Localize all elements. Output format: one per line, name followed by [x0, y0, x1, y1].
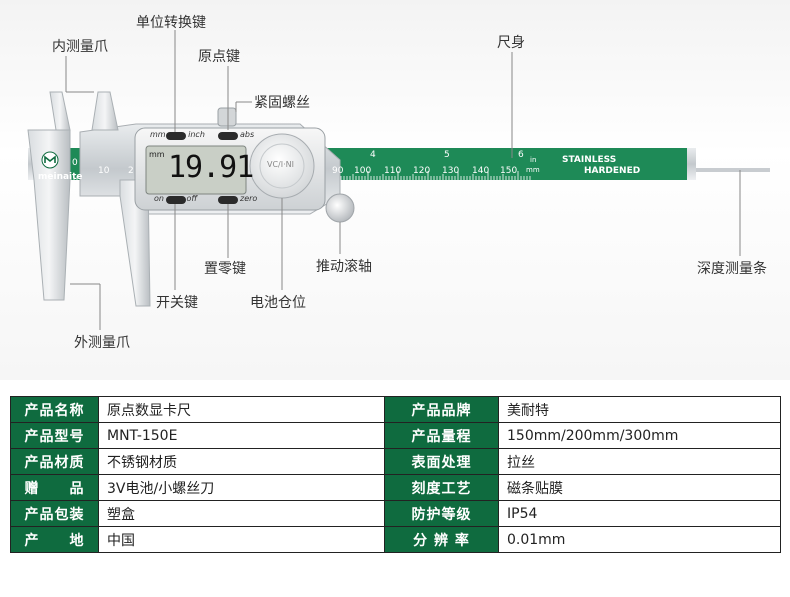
- callout-thumb-roller: 推动滚轴: [316, 259, 372, 275]
- spec-label: 分 辨 率: [384, 526, 499, 553]
- scale-number: 120: [413, 166, 431, 176]
- unit-button-label-inch: inch: [188, 130, 205, 139]
- caliper-diagram: meinaite mm 19.91 mm inch abs on off zer…: [0, 0, 790, 380]
- spec-label: 产品材质: [10, 448, 99, 475]
- abs-button: [218, 132, 238, 140]
- power-button-label: on off: [154, 194, 197, 203]
- scale-number: 100: [354, 166, 372, 176]
- spec-value: 不锈钢材质: [98, 448, 385, 475]
- spec-label: 赠 品: [10, 474, 99, 501]
- scale-unit: mm: [526, 166, 540, 174]
- lcd-screen: [145, 145, 247, 195]
- spec-label: 产 地: [10, 526, 99, 553]
- callout-zero-key: 置零键: [204, 261, 246, 277]
- fixed-inner-jaw: [49, 91, 71, 131]
- callout-inner-jaw: 内测量爪: [52, 39, 108, 55]
- spec-value: 150mm/200mm/300mm: [498, 422, 781, 449]
- caliper-illustration: [27, 30, 770, 330]
- spec-value: 3V电池/小螺丝刀: [98, 474, 385, 501]
- unit-button: [166, 132, 186, 140]
- callout-lock-screw: 紧固螺丝: [254, 95, 310, 111]
- spec-value: IP54: [498, 500, 781, 527]
- callout-battery: 电池仓位: [250, 295, 306, 311]
- unit-button-label: mm inch: [150, 130, 205, 139]
- spec-value: 原点数显卡尺: [98, 396, 385, 423]
- brand-text: meinaite: [38, 172, 83, 182]
- spec-label: 产品品牌: [384, 396, 499, 423]
- scale-number: 0: [72, 158, 78, 168]
- unit-button-label-mm: mm: [150, 130, 166, 139]
- spec-label: 刻度工艺: [384, 474, 499, 501]
- battery-glyph: VC/I·NI: [267, 160, 294, 169]
- battery-cap-ring: [259, 143, 305, 189]
- stainless-text: STAINLESS: [562, 155, 617, 165]
- hardened-text: HARDENED: [584, 166, 641, 176]
- thumb-roller: [325, 193, 355, 223]
- spec-label: 产品名称: [10, 396, 99, 423]
- movable-inner-jaw: [91, 91, 119, 131]
- spec-label: 防护等级: [384, 500, 499, 527]
- lcd-reading: 19.91: [168, 150, 254, 185]
- scale-unit: in: [530, 156, 537, 164]
- zero-button: [218, 196, 238, 204]
- spec-value: 塑盒: [98, 500, 385, 527]
- lock-screw: [217, 107, 237, 127]
- scale-number: 90: [332, 166, 344, 176]
- abs-button-label: abs: [240, 130, 255, 139]
- power-button-label-on: on: [154, 194, 164, 203]
- spec-value: 拉丝: [498, 448, 781, 475]
- scale-number: 2: [128, 166, 134, 176]
- inch-number: 6: [518, 150, 524, 160]
- spec-value: 磁条贴膜: [498, 474, 781, 501]
- zero-button-label: zero: [240, 194, 258, 203]
- spec-label: 产品型号: [10, 422, 99, 449]
- scale-number: 110: [384, 166, 402, 176]
- power-button-label-off: off: [186, 194, 198, 203]
- scale-number: 130: [442, 166, 460, 176]
- spec-value: MNT-150E: [98, 422, 385, 449]
- callout-origin-key: 原点键: [198, 49, 240, 65]
- spec-value: 0.01mm: [498, 526, 781, 553]
- spec-label: 产品量程: [384, 422, 499, 449]
- depth-rod: [690, 168, 770, 172]
- lcd-unit: mm: [149, 150, 165, 159]
- callout-power-key: 开关键: [156, 295, 198, 311]
- scale-number: 150: [500, 166, 518, 176]
- scale-number: 10: [98, 166, 110, 176]
- spec-row: 产品材质不锈钢材质表面处理拉丝: [10, 448, 781, 475]
- spec-value: 中国: [98, 526, 385, 553]
- callout-main-body: 尺身: [497, 35, 525, 51]
- scale-number: 140: [472, 166, 490, 176]
- inch-number: 4: [370, 150, 376, 160]
- callout-depth-rod: 深度测量条: [697, 261, 767, 277]
- inch-number: 5: [444, 150, 450, 160]
- callout-unit-key: 单位转换键: [136, 15, 206, 31]
- spec-label: 表面处理: [384, 448, 499, 475]
- spec-label: 产品包装: [10, 500, 99, 527]
- callout-outer-jaw: 外测量爪: [74, 335, 130, 351]
- power-button: [166, 196, 186, 204]
- spec-row: 产品名称原点数显卡尺产品品牌美耐特: [10, 396, 781, 423]
- callout-lines: [65, 30, 741, 330]
- spec-value: 美耐特: [498, 396, 781, 423]
